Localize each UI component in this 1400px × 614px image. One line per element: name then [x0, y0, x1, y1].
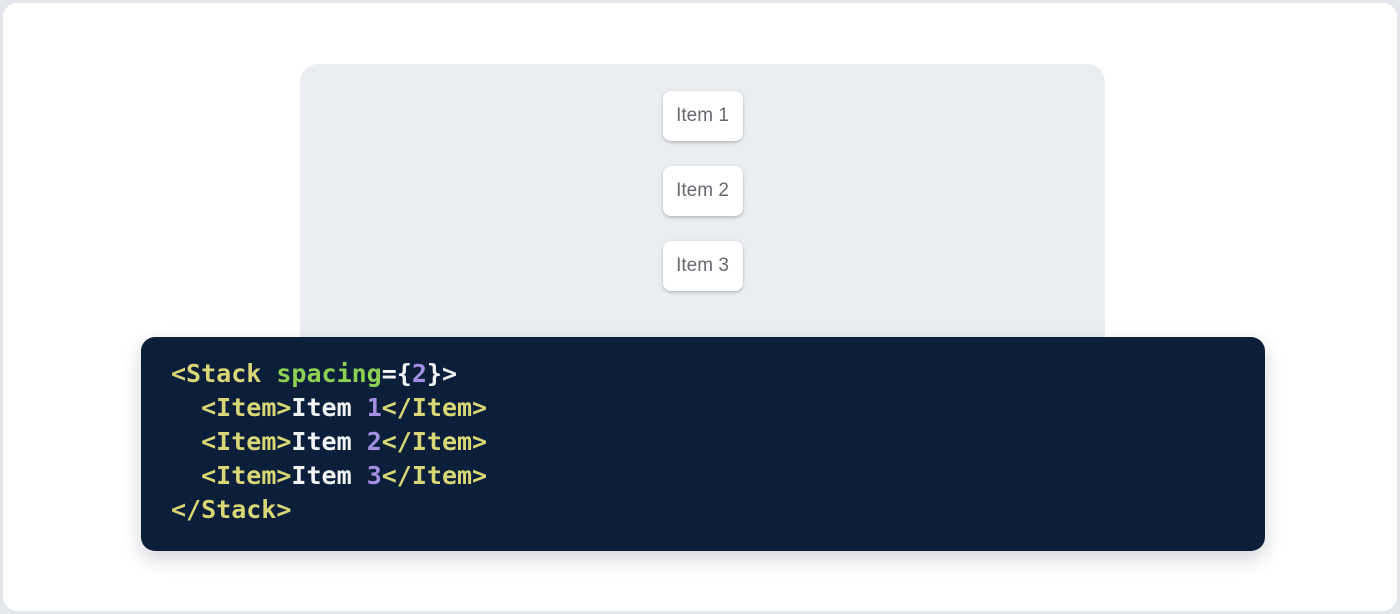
code-token-tag: </Item>: [381, 461, 488, 490]
stack-item-card: Item 2: [662, 166, 743, 216]
code-line: <Item>Item 2</Item>: [171, 425, 1235, 459]
code-token-number: 3: [366, 461, 382, 490]
code-token-tag: <Item>: [201, 393, 292, 422]
code-token-number: 1: [366, 393, 382, 422]
stack-item-label: Item 3: [676, 255, 729, 276]
code-token-plain: ={: [381, 359, 412, 388]
code-line: <Item>Item 1</Item>: [171, 391, 1235, 425]
stack-demo-panel: Item 1 Item 2 Item 3: [300, 64, 1105, 364]
stack-item-card: Item 1: [662, 91, 743, 141]
stack-item-label: Item 1: [676, 105, 729, 126]
code-token-tag: </Stack>: [171, 495, 292, 524]
code-token-plain: [261, 359, 276, 388]
code-token-plain: [171, 461, 201, 490]
code-line: <Stack spacing={2}>: [171, 357, 1235, 391]
code-block: <Stack spacing={2}> <Item>Item 1</Item> …: [141, 337, 1265, 551]
stack-item-card: Item 3: [662, 241, 743, 291]
code-token-attr: spacing: [276, 359, 382, 388]
code-line: </Stack>: [171, 493, 1235, 527]
code-token-plain: Item: [291, 461, 367, 490]
code-token-tag: <Item>: [201, 461, 292, 490]
code-token-plain: Item: [291, 393, 367, 422]
code-token-number: 2: [411, 359, 427, 388]
code-token-tag: <Stack: [171, 359, 262, 388]
code-line: <Item>Item 3</Item>: [171, 459, 1235, 493]
code-token-plain: Item: [291, 427, 367, 456]
code-token-plain: [171, 393, 201, 422]
code-token-number: 2: [366, 427, 382, 456]
code-token-tag: <Item>: [201, 427, 292, 456]
code-token-tag: </Item>: [381, 393, 488, 422]
stack-item-label: Item 2: [676, 180, 729, 201]
code-token-tag: </Item>: [381, 427, 488, 456]
code-token-plain: [171, 427, 201, 456]
code-token-plain: }>: [426, 359, 458, 388]
